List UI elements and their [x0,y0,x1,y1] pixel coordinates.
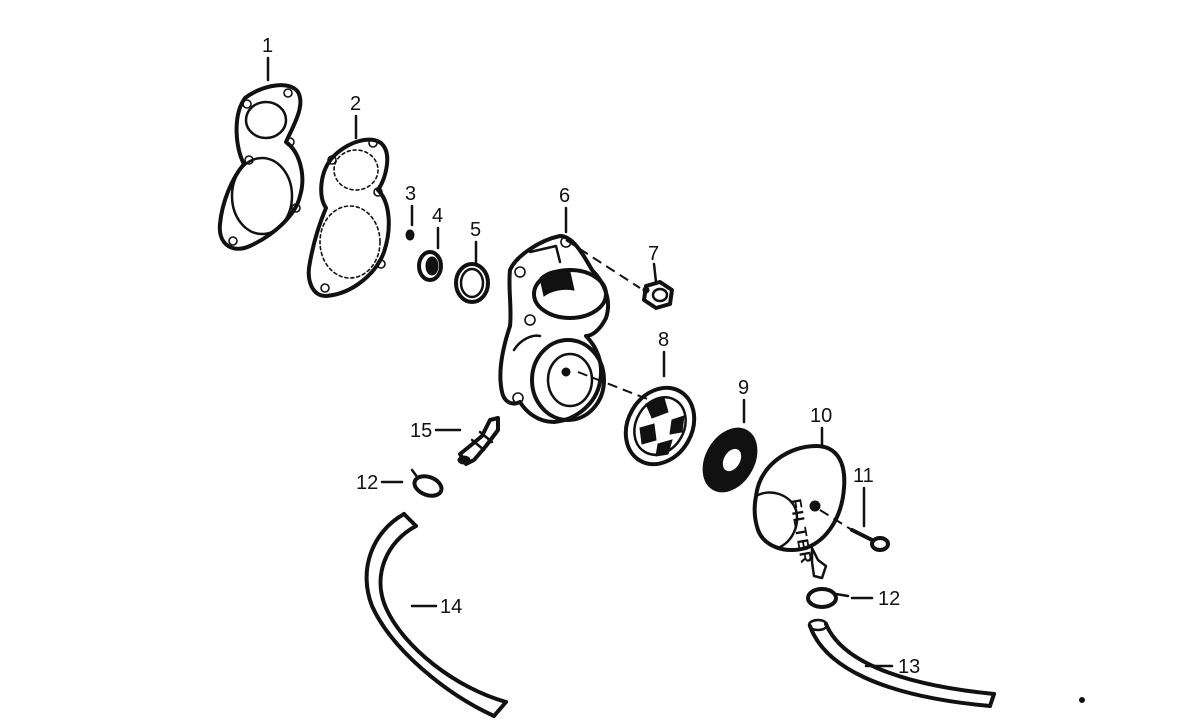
part-12b-hose-clamp [806,587,850,609]
part-8-screen [623,385,697,467]
callout-13: 13 [898,656,920,678]
callout-3: 3 [405,183,416,205]
callout-2: 2 [350,93,361,115]
part-10-filter-bowl: FILTER [752,444,847,580]
part-5-ring [454,262,490,304]
callout-11: 11 [853,465,874,487]
part-2-diaphragm [306,137,391,298]
callout-12a: 12 [356,472,378,494]
callout-7: 7 [648,243,659,265]
leader-7 [652,262,658,284]
part-4-valve [417,250,443,282]
part-13-hose [807,618,996,708]
part-11-thumb-screw [850,528,890,552]
part-7-bolt [642,280,674,310]
dash-6-7 [565,239,641,289]
part-15-fitting [457,416,500,466]
dash-10-11 [819,509,853,531]
callout-9: 9 [738,377,749,399]
dash-6-8 [577,371,651,401]
callout-14: 14 [440,596,462,618]
callout-1: 1 [262,35,273,57]
callout-15: 15 [410,420,432,442]
part-14-hose [364,512,508,718]
callout-8: 8 [658,329,669,351]
callout-4: 4 [432,205,443,227]
part-6-pump-body [498,234,611,424]
part-3-screw [405,229,415,241]
callout-12b: 12 [878,588,900,610]
scan-speck [1079,697,1085,703]
callout-6: 6 [559,185,570,207]
part-1-gasket [217,83,305,251]
part-9-seal [702,427,758,493]
part-12a-hose-clamp [410,468,444,498]
callout-10: 10 [810,405,832,427]
callout-5: 5 [470,219,481,241]
